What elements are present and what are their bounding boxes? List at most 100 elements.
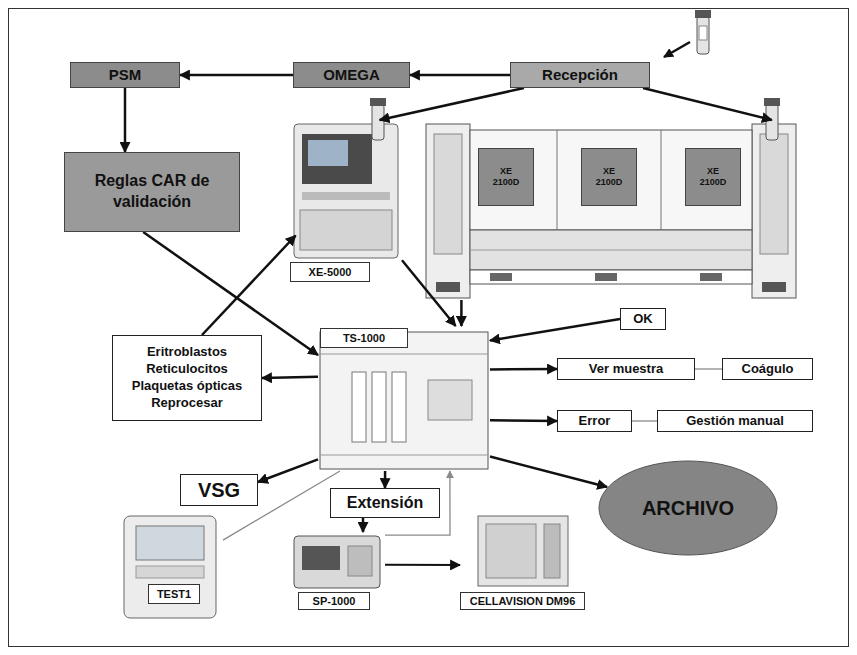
machine-screen xyxy=(136,526,204,560)
box-label: OMEGA xyxy=(323,66,380,83)
rack xyxy=(595,273,617,281)
machine-body xyxy=(294,124,398,258)
flow-arrow xyxy=(490,457,607,488)
action-box: Ver muestra xyxy=(557,358,695,380)
label-box: SP-1000 xyxy=(298,592,370,610)
flow-arrow xyxy=(643,88,772,120)
label-box: CELLAVISION DM96 xyxy=(460,592,585,610)
machine-label: SP-1000 xyxy=(313,595,356,608)
flow-arrow xyxy=(258,459,318,482)
machine-panel xyxy=(348,546,372,576)
machine-window xyxy=(302,546,340,570)
smear-box: Extensión xyxy=(330,488,440,518)
system-box: Recepción xyxy=(510,62,650,88)
action-box: Coágulo xyxy=(722,358,813,380)
sorter-machine: TS-1000 xyxy=(318,326,490,471)
flow-arrow xyxy=(490,419,557,422)
ellipse-fill xyxy=(599,461,777,555)
digital-microscope: CELLAVISION DM96 xyxy=(460,512,585,612)
box-label: Error xyxy=(579,414,611,429)
machine-label: CELLAVISION DM96 xyxy=(470,595,576,608)
box-label: XE 2100D xyxy=(696,166,730,188)
conveyor-line xyxy=(470,250,752,251)
unit-foot xyxy=(436,282,460,292)
rack-slot xyxy=(372,372,386,442)
box-label: VSG xyxy=(198,479,240,502)
tube-label xyxy=(699,26,707,40)
esr-box: VSG xyxy=(180,474,258,506)
flow-arrow xyxy=(124,88,127,152)
machine-door xyxy=(486,524,536,578)
status-box: Error xyxy=(557,410,632,432)
tube-body xyxy=(372,104,384,140)
frame xyxy=(9,9,849,647)
xe5000-machine xyxy=(294,124,398,258)
unit-panel xyxy=(434,134,462,254)
box-label: Eritroblastos Reticulocitos Plaquetas óp… xyxy=(121,344,253,412)
box-label: ARCHIVO xyxy=(642,497,734,520)
flow-arrow xyxy=(362,518,365,532)
label-box: TS-1000 xyxy=(320,328,408,348)
conveyor xyxy=(470,230,752,270)
flow-arrow xyxy=(380,88,524,120)
machine-band xyxy=(320,354,488,355)
unit-foot xyxy=(762,282,786,292)
system-box: PSM xyxy=(70,62,180,88)
machine-label: TS-1000 xyxy=(343,332,385,345)
flow-arrow xyxy=(490,319,620,341)
tube-body xyxy=(766,104,778,140)
action-box: Gestión manual xyxy=(657,410,813,432)
rack xyxy=(490,273,512,281)
box-label: Reglas CAR de validación xyxy=(75,171,229,213)
analyzer-module: XE 2100D xyxy=(685,148,741,206)
rules-box: Reglas CAR de validación xyxy=(64,152,240,232)
machine-body xyxy=(320,332,488,469)
tube-cap xyxy=(764,98,780,106)
smear-maker: SP-1000 xyxy=(290,532,385,612)
machine-base xyxy=(320,455,488,456)
tube-body xyxy=(697,16,709,54)
flow-arrow xyxy=(410,74,510,77)
flow-arrow xyxy=(460,300,463,326)
box-label: XE 2100D xyxy=(592,166,626,188)
rack xyxy=(700,273,722,281)
module-divider xyxy=(557,130,558,230)
tube-cap xyxy=(370,98,386,106)
leader-arrow xyxy=(664,42,690,57)
machine-body xyxy=(124,516,216,618)
rack-slot xyxy=(392,372,406,442)
label-box: TEST1 xyxy=(148,584,200,604)
machine-panel xyxy=(428,380,472,420)
test-list-box: Eritroblastos Reticulocitos Plaquetas óp… xyxy=(112,335,262,421)
cellavision-machine xyxy=(478,516,568,586)
archive-ellipse: ARCHIVO xyxy=(598,460,778,556)
machine-body xyxy=(294,536,380,588)
sp1000-machine xyxy=(294,536,380,588)
system-box: OMEGA xyxy=(293,62,410,88)
box-label: PSM xyxy=(109,66,142,83)
label-box: XE-5000 xyxy=(290,262,370,282)
module-divider xyxy=(661,130,662,230)
machine-side xyxy=(544,524,560,578)
box-label: Gestión manual xyxy=(686,414,784,429)
flow-arrow xyxy=(202,236,296,336)
loader-unit xyxy=(426,124,470,298)
status-box: OK xyxy=(620,308,666,330)
test1-machine xyxy=(124,516,216,618)
analyzer-line: XE 2100D XE 2100D XE 2100D xyxy=(424,120,798,300)
box-label: Extensión xyxy=(347,494,423,512)
machine-screen xyxy=(308,140,348,166)
machine-label: TEST1 xyxy=(157,588,191,601)
flow-arrow xyxy=(385,564,460,566)
flow-arrow xyxy=(262,377,318,378)
unloader-unit xyxy=(752,124,796,298)
rack-slot xyxy=(352,372,366,442)
tube-cap xyxy=(695,10,711,18)
module-housing xyxy=(470,130,752,230)
machine-panel xyxy=(302,134,372,184)
machine-base xyxy=(300,210,392,250)
rack-rail xyxy=(470,270,752,284)
analyzer-module: XE 2100D xyxy=(478,148,534,206)
